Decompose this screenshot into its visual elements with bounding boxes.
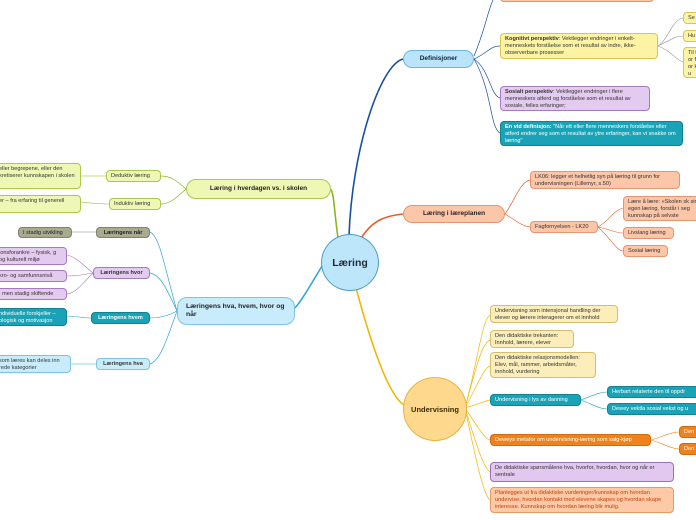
laring-i-lareplanen-node[interactable]: Læring i læreplanen [403, 205, 505, 223]
laringens-hva-node[interactable]: Læringens hva [96, 358, 150, 370]
hvor-leaf-3-node[interactable]: , men stadig skiftende [0, 288, 67, 300]
vid-definisjon-title: En vid definisjon: [505, 124, 552, 130]
nar-leaf-node[interactable]: I stadig utvikling [18, 227, 72, 238]
sosialt-perspektiv-node[interactable]: Sosialt perspektiv: Vektlegger endringer… [500, 86, 650, 111]
sosial-laring-node[interactable]: Sosial læring [623, 245, 668, 257]
laringens-hvor-node[interactable]: Læringens hvor [93, 267, 150, 279]
intensjonal-handling-node[interactable]: Undervisning som intensjonal handling de… [490, 305, 618, 323]
undervisning-danning-node[interactable]: Undervisning i lys av danning [490, 394, 581, 406]
top-clipped-node [500, 0, 654, 2]
didaktiske-trekanten-node[interactable]: Den didaktiske trekanten: Innhold, lærer… [490, 330, 574, 348]
vid-definisjon-text: "Når ett eller flere menneskers forståel… [505, 124, 676, 144]
clipped-se-node[interactable]: Se [683, 12, 696, 24]
hvor-leaf-2-node[interactable]: kro- og samfunnsnivå [0, 270, 67, 282]
lk06-node[interactable]: LK06: legger et helhetlig syn på læring … [530, 171, 680, 189]
hvem-leaf-node[interactable]: ndividuelle forskjeller – ologisk og mot… [0, 308, 67, 326]
didaktiske-sporsmal-node[interactable]: De didaktiske spørsmålene hva, hvorfor, … [490, 462, 674, 482]
kognitivt-title: Kognitivt perspektiv [505, 36, 559, 42]
laere-aa-laere-node[interactable]: Lære å lære: «Skolen sk sin egen læring,… [623, 196, 696, 221]
deduktiv-laring-node[interactable]: Deduktiv læring [106, 170, 161, 182]
kognitivt-perspektiv-node[interactable]: Kognitivt perspektiv: Vektlegger endring… [500, 33, 658, 59]
laringens-nar-node[interactable]: Læringens når [96, 227, 150, 238]
vid-definisjon-node[interactable]: En vid definisjon: "Når ett eller flere … [500, 121, 683, 146]
fagfornyelsen-node[interactable]: Fagfornyelsen - LK20 [530, 221, 598, 233]
clipped-hu-node[interactable]: Hu [683, 30, 696, 42]
didaktiske-relasjonsmodellen-node[interactable]: Den didaktiske relasjonsmodellen: Elev, … [490, 352, 596, 378]
den-node-1[interactable]: Den [679, 426, 696, 438]
herbart-node[interactable]: Herbart relaterte den til oppdr [607, 386, 696, 398]
induktiv-leaf-node[interactable]: er – fra erfaring til generell [0, 195, 81, 213]
kognitivt-text: : Vektlegger endringer i enkelt-menneske… [505, 36, 636, 56]
sosialt-text: : Vektlegger endringer i flere mennesker… [505, 89, 631, 109]
deweys-metafor-node[interactable]: Deweys metafor om undervisning-læring so… [490, 434, 651, 446]
deduktiv-leaf-node[interactable]: eller begrepene, eller den kretiserer ku… [0, 163, 81, 189]
den-node-2[interactable]: Den [679, 443, 696, 455]
hvor-leaf-1-node[interactable]: jonsforankre – fysisk, g og kulturelt mi… [0, 247, 67, 265]
planlegges-node[interactable]: Planlegges ut fra didaktiske vurderinger… [490, 487, 674, 513]
dewey-sosial-vekst-node[interactable]: Dewey vektla sosial vekst og u [607, 403, 696, 415]
laring-i-hverdagen-node[interactable]: Læring i hverdagen vs. i skolen [186, 179, 331, 199]
laringens-hva-hvem-node[interactable]: Læringens hva, hvem, hvor og når [177, 297, 295, 325]
central-topic[interactable]: Læring [321, 234, 379, 291]
livslang-laring-node[interactable]: Livslang læring [623, 227, 674, 239]
definisjoner-node[interactable]: Definisjoner [403, 50, 474, 68]
undervisning-node[interactable]: Undervisning [403, 377, 467, 441]
induktiv-laring-node[interactable]: Induktiv læring [109, 198, 161, 210]
hva-leaf-node[interactable]: som læres kan deles inn rede kategorier [0, 355, 71, 373]
clipped-til-node[interactable]: Til for for ku [683, 47, 696, 78]
sosialt-title: Sosialt perspektiv [505, 89, 553, 95]
laringens-hvem-node[interactable]: Læringens hvem [91, 312, 150, 324]
